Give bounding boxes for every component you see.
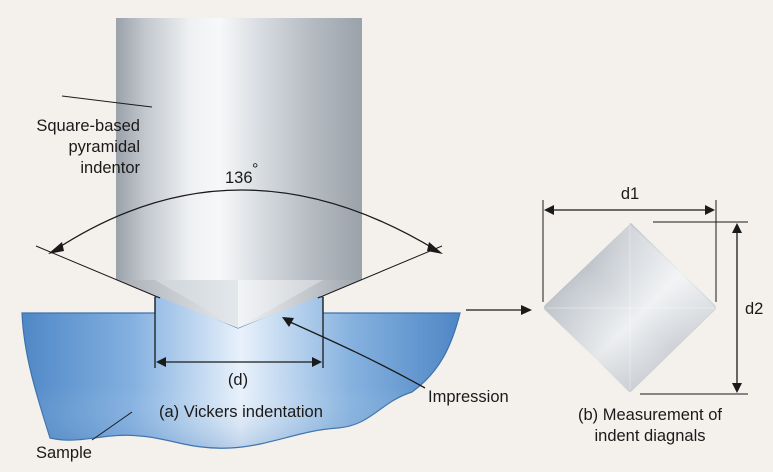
- d2-dimension: [640, 221, 748, 395]
- d1-dimension: [542, 200, 717, 302]
- indentor-leader-line: [61, 95, 153, 108]
- d1-label: d1: [621, 185, 639, 203]
- indentor-label-line2: pyramidal: [68, 138, 140, 156]
- sample-leader-line: [91, 411, 133, 441]
- indentor-label-line1: Square-based: [36, 117, 140, 135]
- indentor-label-line3: indentor: [80, 159, 140, 177]
- angle-unit: °: [252, 161, 258, 178]
- d-dimension: [154, 297, 324, 368]
- measurement-label-line2: indent diagnals: [594, 427, 705, 445]
- impression-label: Impression: [428, 388, 509, 406]
- indentor-shaft: [116, 18, 362, 280]
- sample-label: Sample: [36, 444, 92, 462]
- d-label: (d): [228, 371, 248, 389]
- d2-label: d2: [745, 300, 763, 318]
- angle-arc: [35, 189, 443, 299]
- indentor-tip-right: [238, 280, 362, 328]
- angle-label: 136: [225, 169, 253, 187]
- vickers-label: (a) Vickers indentation: [159, 403, 323, 421]
- indent-diamond: [544, 223, 716, 392]
- impression-arrow: [282, 317, 426, 389]
- measurement-label-line1: (b) Measurement of: [578, 406, 722, 424]
- sample-block: [21, 296, 461, 449]
- transition-arrow: [466, 305, 532, 315]
- indentor: [116, 18, 362, 328]
